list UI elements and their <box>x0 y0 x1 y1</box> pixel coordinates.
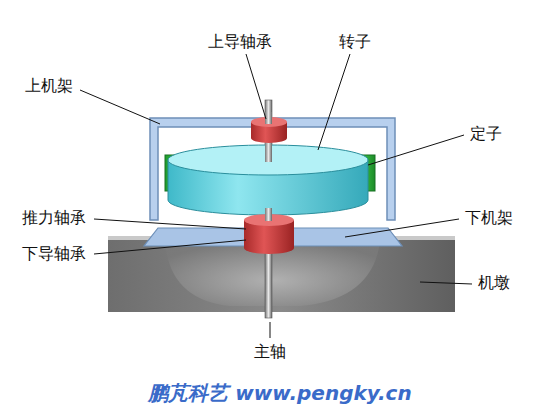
part-label: 主轴 <box>254 342 286 362</box>
part-label: 下导轴承 <box>22 244 86 264</box>
part-label: 转子 <box>339 32 371 52</box>
watermark: 鹏芃科艺 www.pengky.cn <box>148 383 411 403</box>
part-label: 上机架 <box>25 76 73 96</box>
upper-frame <box>150 118 395 220</box>
thrust-bearing <box>244 208 294 254</box>
part-label: 机墩 <box>478 273 510 293</box>
part-label: 推力轴承 <box>22 208 86 228</box>
upper-guide-bearing <box>251 112 287 143</box>
part-label: 上导轴承 <box>208 32 272 52</box>
leader-lines <box>80 54 472 338</box>
part-label: 定子 <box>470 124 502 144</box>
rotor <box>168 140 368 215</box>
part-label: 下机架 <box>465 208 513 228</box>
